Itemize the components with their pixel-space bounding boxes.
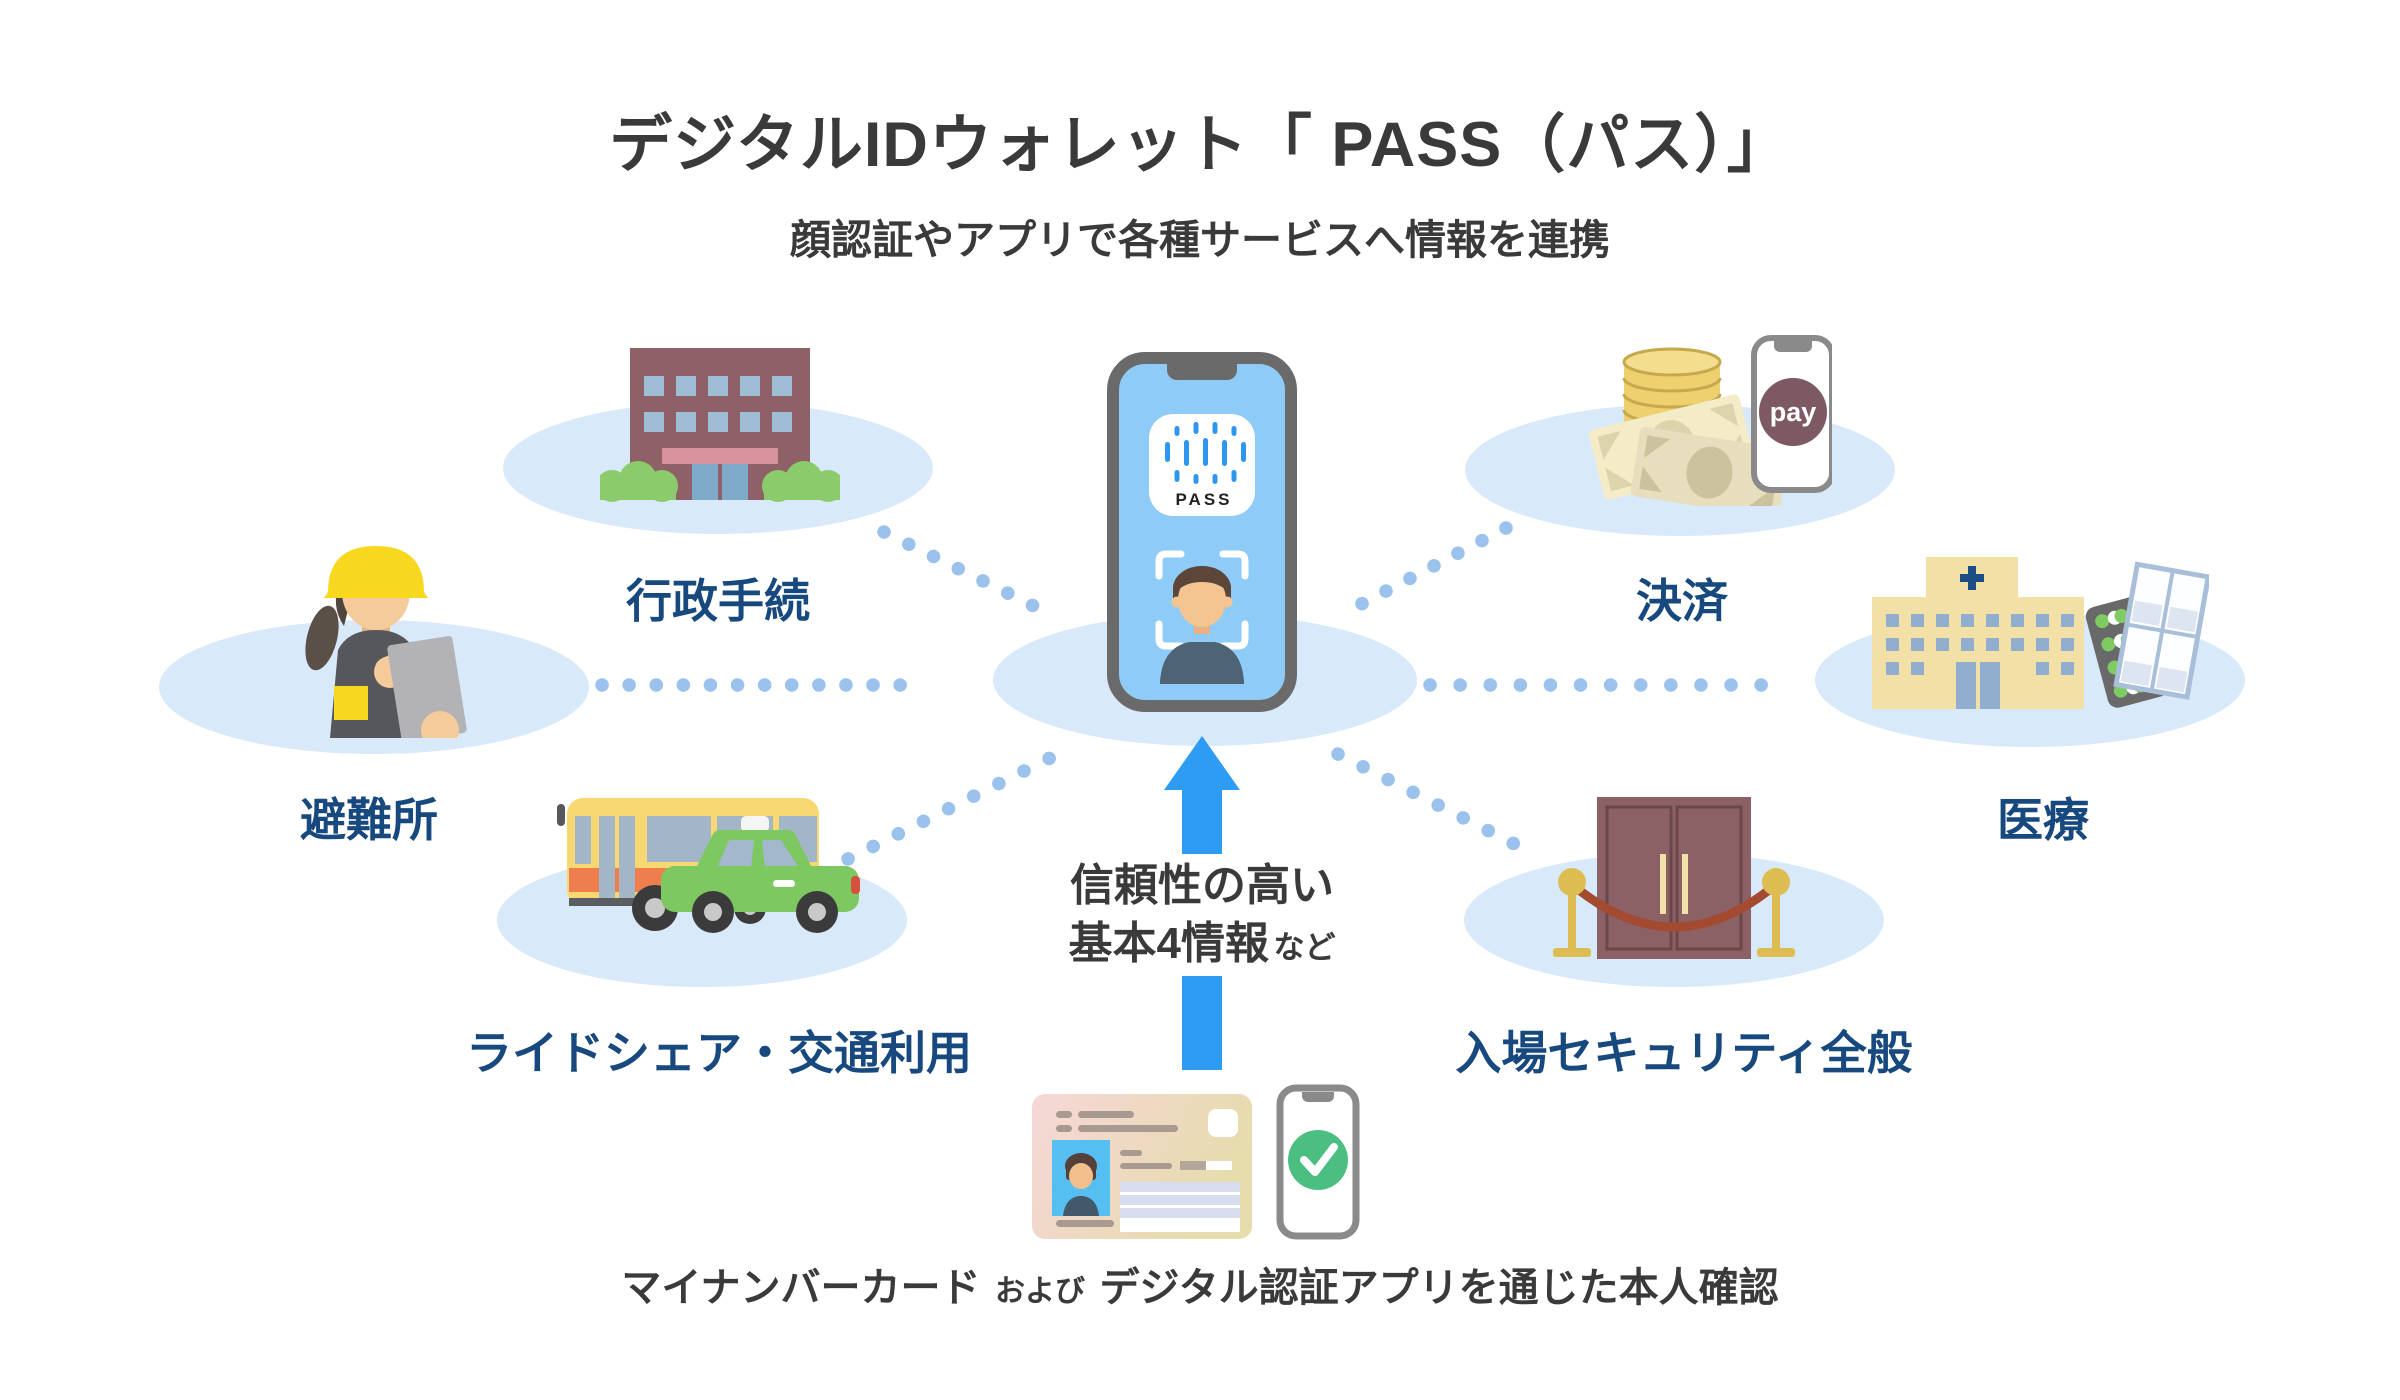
check-circle: [1288, 1130, 1348, 1190]
check-mark: [1300, 1143, 1338, 1176]
up-arrow-shaft-bottom: [1182, 976, 1222, 1070]
footer-part2: デジタル認証アプリを通じた本人確認: [1099, 1266, 1779, 1310]
label-rideshare: ライドシェア・交通利用: [466, 1027, 972, 1079]
connector-payment-center: [1341, 521, 1513, 618]
card-photo: [1052, 1140, 1110, 1216]
page-subtitle: 顔認証やアプリで各種サービスへ情報を連携: [790, 217, 1610, 263]
phone-notch: [1167, 363, 1237, 380]
footer-conjunction: および: [995, 1275, 1085, 1308]
armband: [334, 686, 368, 720]
pass-app-label: PASS: [1175, 490, 1232, 509]
arrow-note-line2: 基本4情報 など: [1069, 922, 1336, 966]
label-shelter: 避難所: [300, 794, 438, 846]
arrow-note-suffix: など: [1273, 930, 1336, 965]
connector-government-center: [877, 525, 1063, 624]
medicine-sheet: [2113, 561, 2209, 700]
up-arrow-head: [1164, 736, 1240, 790]
government-building-icon: [600, 348, 840, 502]
label-security: 入場セキュリティ全般: [1455, 1027, 1913, 1079]
bushes: [600, 461, 840, 502]
scanned-face: [1160, 566, 1244, 684]
arrow-note-line1: 信頼性の高い: [1070, 864, 1334, 908]
label-payment: 決済: [1636, 575, 1728, 627]
dotted-connectors: [595, 521, 1797, 866]
stanchion-right: [1757, 868, 1795, 957]
footer-part1: マイナンバーカード: [621, 1266, 981, 1310]
page-title: デジタルIDウォレット「 PASS（パス）」: [609, 110, 1791, 180]
ponytail: [305, 605, 339, 671]
up-arrow-shaft-top: [1182, 790, 1222, 854]
label-government: 行政手続: [626, 575, 810, 627]
taxi: [661, 816, 860, 933]
connector-rideshare-center: [841, 751, 1057, 866]
double-doors: [1597, 797, 1751, 959]
entrance-security-icon: [1553, 797, 1795, 959]
my-number-card-icon: [1032, 1094, 1252, 1239]
label-medical: 医療: [1997, 794, 2089, 846]
rideshare-icon: [557, 798, 860, 933]
face-scan-frame: [1155, 550, 1249, 650]
pass-app-icon: PASS: [1149, 414, 1255, 516]
connector-center-security: [1331, 747, 1545, 863]
arrow-note-text2: 基本4情報: [1068, 919, 1270, 968]
footer-caption: マイナンバーカード および デジタル認証アプリを通じた本人確認: [621, 1268, 1778, 1308]
shelter-worker-icon: [305, 546, 467, 738]
arrow-note-text1: 信頼性の高い: [1070, 861, 1334, 910]
payment-icon: pay: [1588, 335, 1832, 506]
center-smartphone-icon: PASS: [1107, 352, 1297, 712]
up-arrow: [1164, 736, 1240, 1070]
awning: [662, 448, 778, 464]
card-table: [1120, 1182, 1240, 1232]
pay-badge-label: pay: [1770, 397, 1817, 427]
pay-phone: pay: [1751, 335, 1832, 493]
rope: [1574, 885, 1774, 932]
stanchion-left: [1553, 868, 1591, 957]
medical-icon: [1872, 557, 2209, 709]
helmet: [324, 546, 428, 598]
medical-cross: [1960, 566, 1984, 590]
verified-phone-icon: [1276, 1084, 1360, 1240]
hand: [421, 711, 459, 738]
